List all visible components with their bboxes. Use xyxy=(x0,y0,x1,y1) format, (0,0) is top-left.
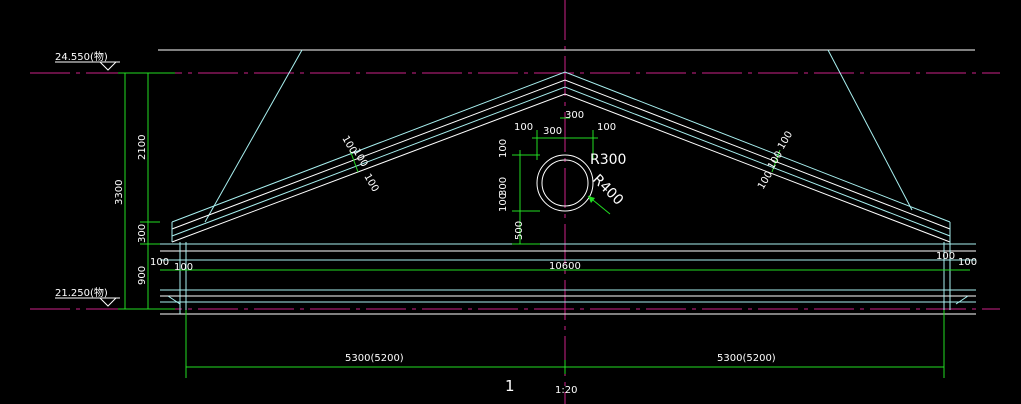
side-right-dim-2: 100 xyxy=(958,257,977,268)
vent-top-dim: 300 xyxy=(565,110,584,121)
dim-vertical-2100: 2100 xyxy=(137,135,148,160)
vent-inner-radius: R300 xyxy=(590,152,626,168)
dim-vertical-900: 900 xyxy=(137,266,148,285)
round-vent xyxy=(536,154,611,215)
centerlines xyxy=(30,0,1000,404)
vent-outer-radius: R400 xyxy=(589,172,626,209)
total-width: 10600 xyxy=(549,261,581,272)
vent-h-dim-2: 300 xyxy=(543,126,562,137)
roof-right-dim-3: 100 xyxy=(776,129,795,151)
half-width-left: 5300(5200) xyxy=(345,353,404,364)
vent-h-dim-1: 100 xyxy=(514,122,533,133)
detail-number: 1 xyxy=(505,377,515,395)
elevation-markers xyxy=(55,61,120,307)
pediment-outline xyxy=(158,49,976,315)
scale-label: 1:20 xyxy=(555,385,577,396)
side-left-dim-2: 100 xyxy=(174,262,193,273)
vent-h-dim-3: 100 xyxy=(597,122,616,133)
roof-right-dim-1: 100 xyxy=(756,169,775,191)
half-width-right: 5300(5200) xyxy=(717,353,776,364)
dimension-lines xyxy=(118,72,970,378)
roof-left-dim-3: 100 xyxy=(361,172,380,194)
vent-v-dim-4: 500 xyxy=(514,221,525,240)
side-right-dim-1: 100 xyxy=(936,251,955,262)
vent-v-dim-1: 100 xyxy=(498,139,509,158)
side-left-dim-1: 100 xyxy=(150,257,169,268)
vent-v-dim-3: 100 xyxy=(498,193,509,212)
vent-v-dim-2: 300 xyxy=(498,177,509,196)
elevation-top-label: 24.550(物) xyxy=(55,50,108,63)
dim-vertical-300: 300 xyxy=(137,224,148,243)
dim-vertical-outer: 3300 xyxy=(114,180,125,205)
elevation-bottom-label: 21.250(物) xyxy=(55,286,108,299)
roof-right-dim-2: 100 xyxy=(766,149,785,171)
